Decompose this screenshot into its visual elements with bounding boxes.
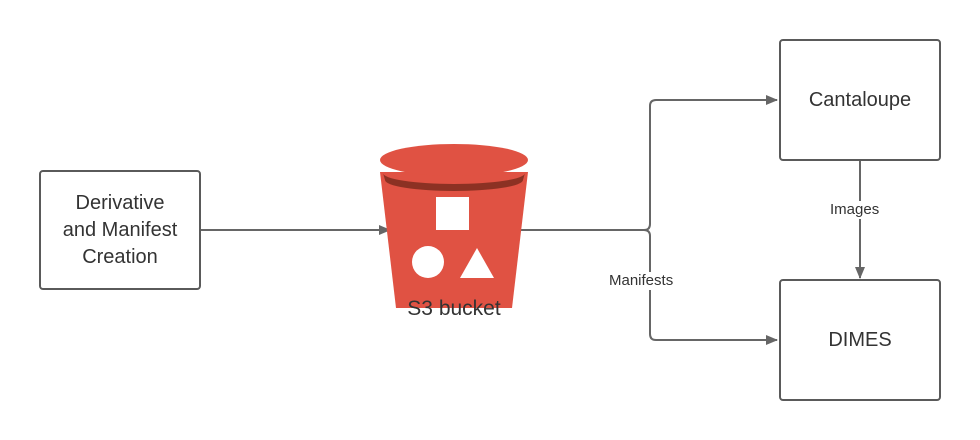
cantaloupe-node: Cantaloupe (779, 39, 941, 161)
derivative-creation-node: Derivative and Manifest Creation (39, 170, 201, 290)
s3-bucket-icon (380, 144, 528, 308)
cantaloupe-label: Cantaloupe (808, 88, 912, 111)
dimes-node: DIMES (779, 279, 941, 401)
circle-shape-icon (412, 246, 444, 278)
triangle-shape-icon (460, 248, 494, 278)
dimes-label: DIMES (828, 328, 892, 351)
bucket-rim (380, 144, 528, 176)
derivative-creation-label: Derivative and Manifest Creation (62, 191, 178, 268)
manifests-edge-label: Manifests (606, 272, 677, 290)
square-shape-icon (436, 197, 469, 230)
images-edge-label: Images (827, 201, 883, 219)
bucket-band (383, 173, 525, 191)
edge-s3-to-cantaloupe (520, 95, 778, 231)
edge-s3-to-dimes (643, 229, 778, 345)
s3-bucket-label: S3 bucket (407, 297, 501, 320)
bucket-body (380, 172, 528, 308)
